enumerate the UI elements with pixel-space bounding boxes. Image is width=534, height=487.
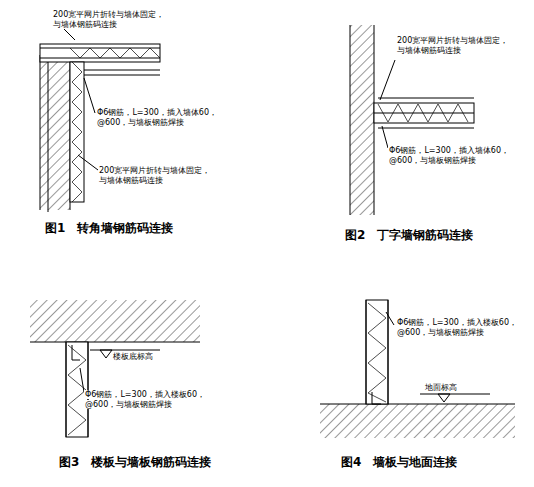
figure-caption: 图2 丁字墙钢筋码连接	[344, 229, 474, 243]
note-text: 与墙体钢筋码连接	[52, 20, 118, 29]
rebar-note: Φ6钢筋，L=300，插入楼板60，	[396, 318, 518, 327]
figure-caption: 图4 墙板与地面连接	[340, 456, 458, 470]
figure-caption: 图1 转角墙钢筋码连接	[44, 222, 174, 236]
rebar-note: Φ6钢筋，L=300，插入墙体60，	[388, 146, 510, 155]
note-text: 200宽平网片折转与墙体固定，	[98, 166, 211, 175]
note-text: 200宽平网片折转与墙体固定，	[52, 10, 165, 19]
elevation-label: 地面标高	[424, 383, 458, 392]
note-text: 200宽平网片折转与墙体固定，	[396, 36, 509, 45]
note-text: 与墙体钢筋码连接	[396, 46, 462, 55]
elevation-label: 楼板底标高	[112, 352, 154, 361]
rebar-note: @600，与墙板钢筋焊接	[84, 400, 173, 409]
figure-caption: 图3 楼板与墙板钢筋码连接	[58, 456, 212, 470]
rebar-note: @600，与墙板钢筋焊接	[388, 156, 477, 165]
rebar-note: Φ6钢筋，L=300，插入楼板60，	[84, 390, 206, 399]
rebar-note: @600，与墙板钢筋焊接	[396, 328, 485, 337]
rebar-note: @600，与墙板钢筋焊接	[96, 118, 185, 127]
note-text: 与墙体钢筋码连接	[98, 176, 164, 185]
rebar-note: Φ6钢筋，L=300，插入墙体60，	[96, 108, 218, 117]
